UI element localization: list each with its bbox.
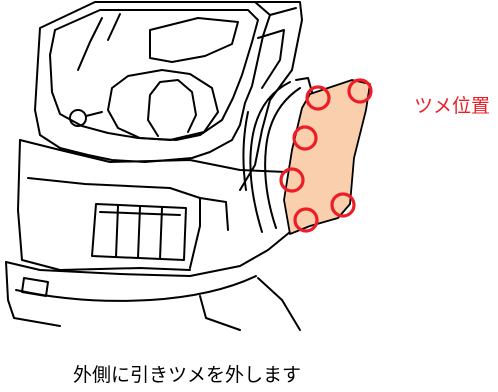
trim-tab [295,77,313,93]
claw-marker-6 [293,207,319,233]
mounting-knob [69,109,87,127]
claw-marker-5 [330,192,356,218]
lower-dash-base [5,261,241,331]
right-bracket-edge [257,29,285,89]
trim-arc-inner [264,87,301,229]
knob-stem [85,111,103,117]
claw-marker-4 [279,167,305,193]
central-opening-lip [147,79,197,137]
lower-dash-pocket [21,277,49,297]
vent-frame-inner [99,211,181,216]
vent-grille [91,203,187,261]
dash-face-top-edge [19,139,287,173]
instruction-caption: 外側に引きツメを外します [73,364,302,386]
lower-dash-curve [15,275,257,302]
lower-panel-edge [257,277,301,331]
claw-marker-1 [347,78,373,104]
upper-recess [149,17,239,63]
vent-slats [115,205,163,260]
dash-face-left [17,139,191,271]
claw-marker-3 [292,125,318,151]
central-opening [107,69,219,141]
lower-dash [5,231,291,277]
dashboard-top-inner [49,9,259,141]
right-bracket [239,1,303,191]
trim-arc-outer [249,81,291,233]
upper-recess-ledge [77,13,121,71]
claw-position-label: ツメ位置 [414,95,491,117]
trim-arc-mid [242,111,249,191]
claw-marker-2 [305,85,331,111]
dash-face-shelf [27,177,227,203]
dash-face-right [189,197,229,269]
